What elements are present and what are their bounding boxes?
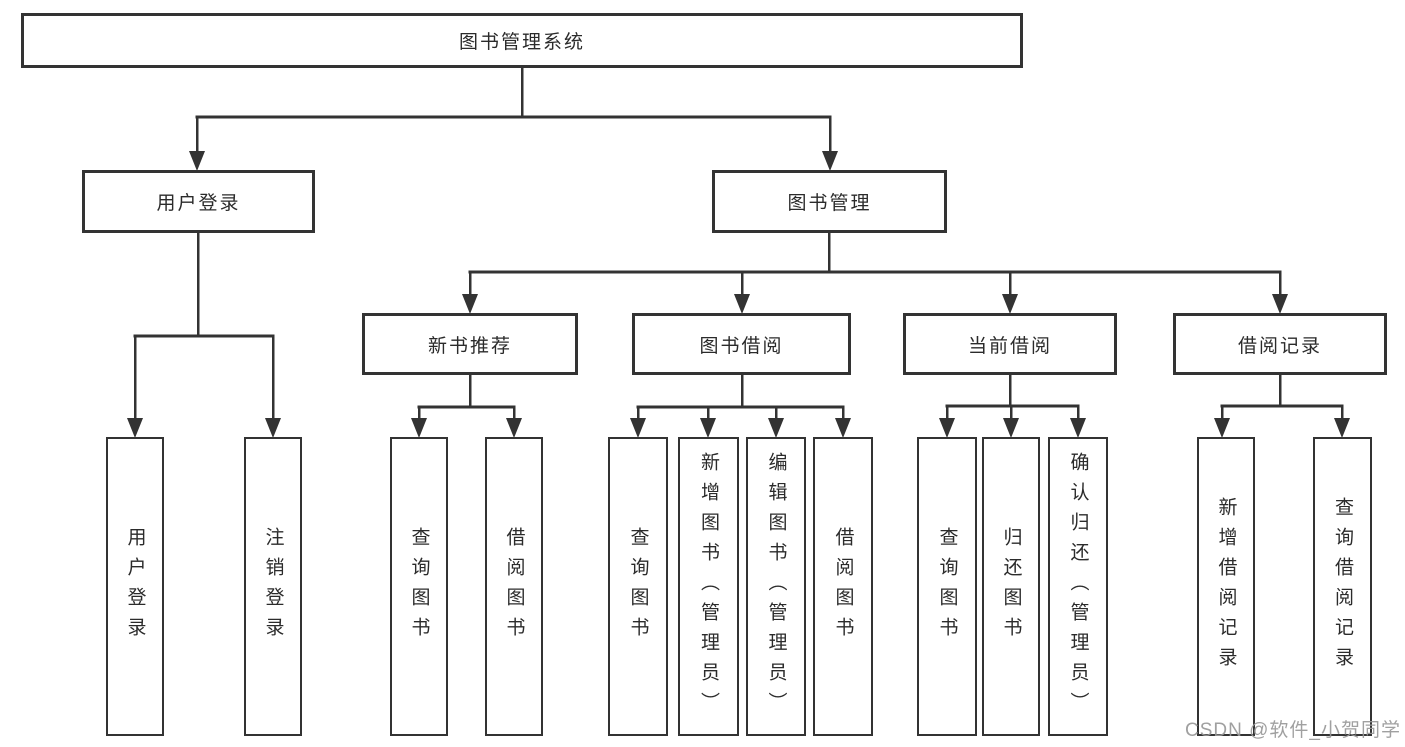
leaf-return-book-label: 归还图书 [1000,526,1022,647]
leaf-borrow-book: 借阅图书 [813,437,873,736]
node-new-book-recommend: 新书推荐 [362,313,578,375]
leaf-borrow-book-label: 借阅图书 [832,526,854,647]
leaf-user-login: 用户登录 [106,437,164,736]
leaf-user-login-label: 用户登录 [124,526,146,647]
leaf-add-book-admin: 新增图书（管理员） [678,437,739,736]
leaf-add-borrow-record-label: 新增借阅记录 [1215,496,1237,677]
leaf-query-book-borrow: 查询图书 [608,437,668,736]
node-book-borrow: 图书借阅 [632,313,851,375]
node-book-management-label: 图书管理 [787,193,872,214]
node-current-borrow: 当前借阅 [903,313,1117,375]
node-root: 图书管理系统 [21,13,1023,68]
leaf-query-borrow-record-label: 查询借阅记录 [1332,496,1353,677]
node-new-book-recommend-label: 新书推荐 [427,335,512,357]
leaf-edit-book-admin-label: 编辑图书（管理员） [765,451,787,722]
leaf-query-current-borrow-label: 查询图书 [936,526,958,647]
leaf-confirm-return-admin: 确认归还（管理员） [1048,437,1108,736]
leaf-edit-book-admin: 编辑图书（管理员） [746,437,806,736]
node-root-label: 图书管理系统 [458,32,585,53]
leaf-logout: 注销登录 [244,437,302,736]
node-borrow-records-label: 借阅记录 [1237,335,1322,357]
node-borrow-records: 借阅记录 [1173,313,1387,375]
node-user-login-label: 用户登录 [156,193,241,214]
node-book-borrow-label: 图书借阅 [699,335,784,357]
node-current-borrow-label: 当前借阅 [967,335,1052,357]
node-book-management: 图书管理 [712,170,947,233]
leaf-add-borrow-record: 新增借阅记录 [1197,437,1255,736]
leaf-add-book-admin-label: 新增图书（管理员） [698,451,719,722]
leaf-query-book-recommend: 查询图书 [390,437,448,736]
leaf-query-current-borrow: 查询图书 [917,437,977,736]
leaf-return-book: 归还图书 [982,437,1040,736]
leaf-query-book-borrow-label: 查询图书 [627,526,649,647]
leaf-logout-label: 注销登录 [262,526,284,647]
leaf-query-borrow-record: 查询借阅记录 [1313,437,1372,736]
leaf-borrow-book-recommend-label: 借阅图书 [503,526,525,647]
leaf-confirm-return-admin-label: 确认归还（管理员） [1067,451,1089,722]
leaf-borrow-book-recommend: 借阅图书 [485,437,543,736]
node-user-login: 用户登录 [82,170,315,233]
csdn-watermark: CSDN @软件_小贺同学 [1185,720,1401,741]
leaf-query-book-recommend-label: 查询图书 [408,526,430,647]
